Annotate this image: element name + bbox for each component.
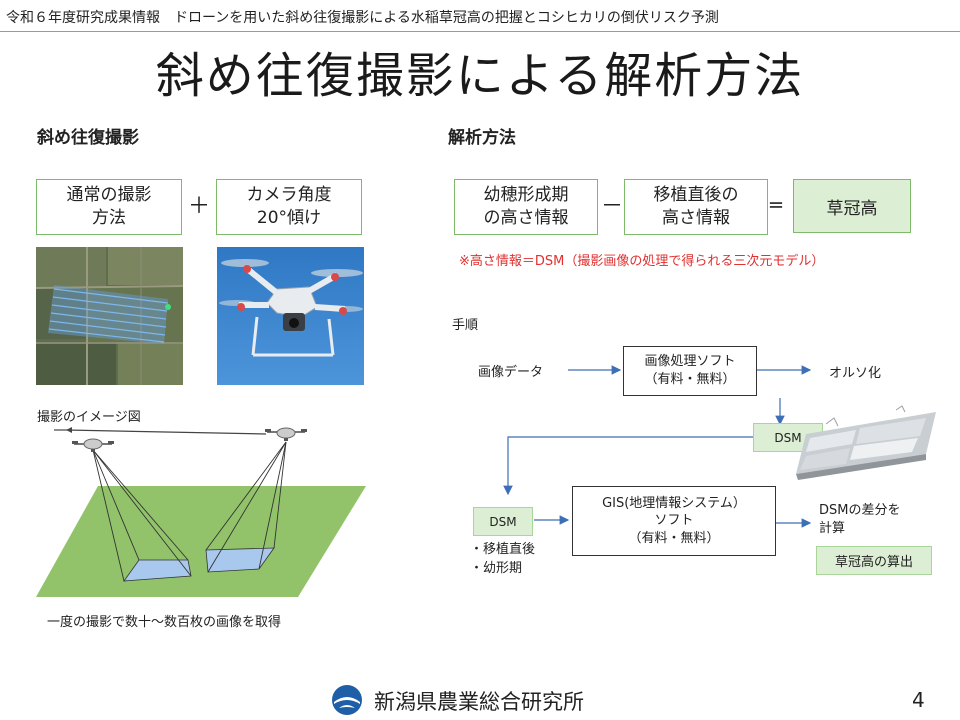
transplant-height-box: 移植直後の 高さ情報 [624, 179, 768, 235]
equals-sign: ＝ [768, 196, 785, 215]
org-name: 新潟県農業総合研究所 [374, 690, 584, 714]
header-title: 令和６年度研究成果情報 ドローンを用いた斜め往復撮影による水稲草冠高の把握とコシ… [6, 10, 719, 26]
dsm-3d-model [786, 404, 936, 482]
normal-shooting-box: 通常の撮影 方法 [36, 179, 182, 235]
drone-icon [265, 427, 307, 441]
image-caption: 撮影のイメージ図 [37, 410, 141, 425]
page-number: 4 [912, 688, 925, 712]
camera-angle-box: カメラ角度 20°傾け [216, 179, 362, 235]
org-logo-icon [331, 684, 363, 716]
right-heading: 解析方法 [448, 128, 516, 148]
canopy-height-result: 草冠高 [793, 179, 911, 233]
dsm-items: ・移植直後 ・幼形期 [470, 542, 536, 576]
heading-stage-height-box: 幼穂形成期 の高さ情報 [454, 179, 598, 235]
left-heading: 斜め往復撮影 [37, 128, 139, 148]
dsm-diff-label: DSMの差分を 計算 [819, 503, 901, 536]
diagram-caption: 一度の撮影で数十～数百枚の画像を取得 [47, 615, 282, 630]
dsm-note: ※高さ情報＝DSM（撮影画像の処理で得られる三次元モデル） [459, 254, 825, 269]
header-divider [0, 31, 960, 32]
ortho-label: オルソ化 [829, 366, 882, 381]
procedure-arrows [503, 365, 812, 528]
procedure-label: 手順 [452, 318, 479, 333]
dsm-left-badge: DSM [473, 507, 533, 536]
image-data-label: 画像データ [478, 365, 544, 380]
image-software-box: 画像処理ソフト （有料・無料） [623, 346, 757, 396]
plus-sign: ＋ [188, 194, 211, 219]
aerial-field-photo [36, 247, 183, 385]
slide-title: 斜め往復撮影による解析方法 [155, 48, 805, 104]
minus-sign: － [601, 194, 624, 219]
drone-photo [217, 247, 364, 385]
shooting-diagram [36, 424, 366, 602]
canopy-height-calc-badge: 草冠高の算出 [816, 546, 932, 575]
gis-software-box: GIS(地理情報システム） ソフト （有料・無料） [572, 486, 776, 556]
drone-icon [72, 438, 114, 452]
